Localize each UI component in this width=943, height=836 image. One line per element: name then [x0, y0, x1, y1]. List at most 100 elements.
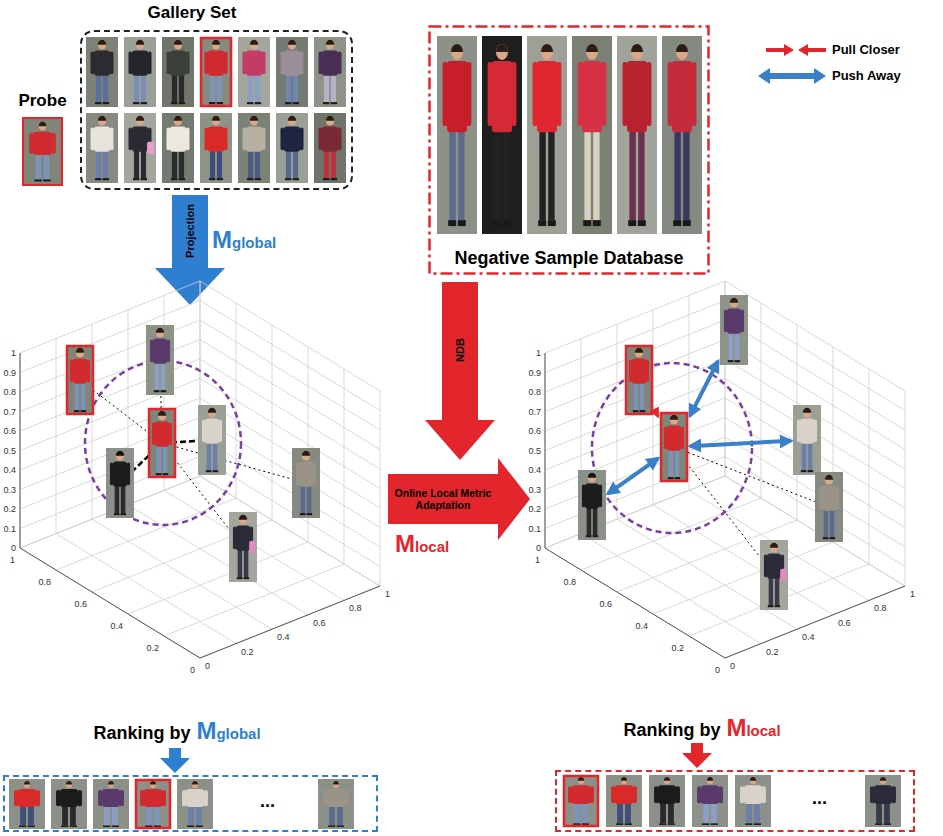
shoe — [95, 178, 101, 180]
leg — [217, 150, 222, 178]
hair — [158, 411, 166, 416]
tick-label: 0.4 — [802, 632, 815, 642]
head — [239, 515, 247, 525]
torso — [155, 422, 169, 447]
photo-ground — [9, 779, 45, 829]
torso — [822, 486, 836, 511]
arm — [14, 790, 18, 806]
leg — [634, 382, 638, 410]
highlight-frame — [564, 776, 598, 826]
arm — [219, 420, 222, 443]
push-away-arrow — [690, 361, 718, 416]
shoe — [323, 178, 329, 180]
grid-line — [689, 295, 690, 490]
push-away-arrow — [608, 458, 658, 493]
leg — [729, 332, 733, 360]
legend-text: Pull Closer — [832, 42, 900, 57]
photo-ground — [625, 345, 653, 415]
hair — [333, 781, 339, 785]
arm — [140, 790, 144, 806]
tick-label: 0.6 — [599, 599, 612, 609]
photo-ground — [106, 448, 134, 518]
pull-legend-arrow — [798, 44, 826, 56]
arm — [488, 62, 493, 126]
leg — [640, 382, 644, 410]
arm — [70, 360, 73, 383]
tick-text: 0 — [536, 543, 541, 553]
leg — [163, 445, 167, 473]
torso — [744, 785, 762, 804]
arm — [764, 555, 767, 578]
hair — [108, 781, 114, 784]
photo-ground — [51, 779, 87, 829]
tick-label: 0.2 — [3, 504, 16, 514]
axis-line — [725, 586, 905, 658]
leg — [141, 74, 146, 102]
photo-ground — [649, 775, 685, 827]
arm — [797, 420, 800, 443]
arm — [167, 340, 170, 363]
leg — [172, 150, 177, 178]
head — [586, 44, 598, 60]
leg — [62, 805, 68, 826]
person-photo — [720, 295, 748, 365]
leg — [134, 74, 139, 102]
pull-closer-arrow — [655, 411, 658, 417]
tick-label: 0.7 — [528, 407, 541, 417]
shoe — [156, 473, 162, 475]
torso — [492, 61, 512, 132]
hair — [288, 40, 296, 45]
node-text: ... — [812, 788, 827, 809]
shoe — [683, 220, 691, 226]
shoe — [209, 102, 215, 104]
photo-ground — [276, 113, 308, 183]
photo-ground — [527, 36, 567, 234]
arm — [629, 360, 632, 383]
ranking-arrow — [160, 748, 190, 773]
arm — [870, 786, 874, 803]
shoe — [206, 470, 212, 472]
hair — [578, 777, 584, 781]
person-photo — [314, 113, 346, 183]
head — [150, 781, 156, 788]
shoe — [237, 577, 243, 579]
grid-line — [545, 353, 546, 548]
head — [451, 44, 463, 60]
photo-ground — [86, 113, 118, 183]
highlight-frame — [136, 780, 170, 828]
shoe — [548, 220, 556, 226]
person-photo — [146, 325, 174, 395]
tick-text: 0.6 — [3, 426, 16, 436]
tick-text: 0.7 — [528, 407, 541, 417]
tick-text: 0.8 — [874, 603, 887, 613]
axis-line — [200, 586, 380, 658]
shoe — [673, 220, 681, 226]
tick-text: 1 — [536, 348, 541, 358]
legend-entry: Push Away — [832, 68, 901, 83]
arm — [623, 62, 628, 126]
leg — [307, 485, 311, 513]
hair — [770, 543, 778, 548]
leg — [574, 802, 580, 823]
person-photo — [692, 775, 728, 827]
leg — [584, 130, 590, 220]
grid-line — [581, 534, 761, 644]
torso — [208, 51, 224, 76]
highlight-frame — [149, 409, 175, 477]
outline — [428, 25, 710, 275]
arm — [128, 128, 132, 151]
arm — [300, 52, 304, 75]
axis-line — [20, 353, 21, 548]
head — [730, 298, 738, 308]
arm — [681, 427, 684, 450]
tick-text: 0.4 — [110, 621, 123, 631]
shoe — [217, 102, 223, 104]
head — [136, 116, 144, 126]
tick-text: 0.6 — [74, 599, 87, 609]
tick-label: 0.4 — [3, 465, 16, 475]
shoe — [133, 102, 139, 104]
leg — [28, 805, 34, 826]
head — [116, 451, 124, 461]
shoe — [583, 220, 591, 226]
leg — [103, 150, 108, 178]
